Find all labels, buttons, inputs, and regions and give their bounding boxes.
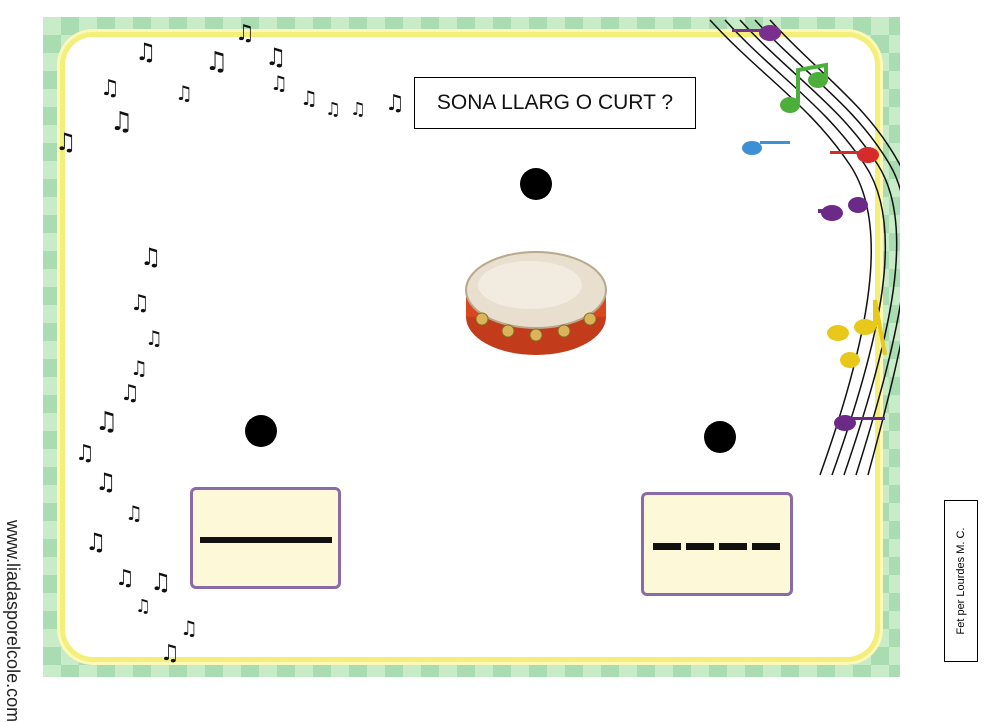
music-note-icon: ♫ <box>95 468 117 496</box>
tambourine-icon[interactable] <box>460 245 612 360</box>
music-note-icon: ♫ <box>95 407 118 437</box>
music-note-icon: ♫ <box>75 441 95 466</box>
music-note-icon: ♫ <box>135 596 151 617</box>
music-note-icon: ♫ <box>160 641 180 666</box>
music-note-icon: ♫ <box>140 243 162 271</box>
music-note-icon: ♫ <box>350 99 366 120</box>
drop-target-dot-left[interactable] <box>245 415 277 447</box>
music-note-icon: ♫ <box>175 81 193 105</box>
author-credit-text: Fet per Lourdes M. C. <box>955 527 967 635</box>
page-title: SONA LLARG O CURT ? <box>414 77 696 129</box>
music-note-icon: ♫ <box>300 86 318 110</box>
music-note-icon: ♫ <box>100 76 120 101</box>
short-sound-card[interactable] <box>641 492 793 596</box>
music-note-icon: ♫ <box>135 38 157 66</box>
colorful-music-staff-icon <box>709 19 900 476</box>
music-note-icon: ♫ <box>120 381 140 406</box>
music-note-icon: ♫ <box>110 107 133 137</box>
drop-target-dot-top[interactable] <box>520 168 552 200</box>
short-dashes-icon <box>653 543 780 550</box>
long-line-icon <box>200 537 332 543</box>
music-note-icon: ♫ <box>55 128 77 156</box>
music-note-icon: ♫ <box>145 326 163 350</box>
music-note-icon: ♫ <box>325 99 341 120</box>
music-note-icon: ♫ <box>265 43 287 71</box>
music-note-icon: ♫ <box>85 528 107 556</box>
long-sound-card[interactable] <box>190 487 341 589</box>
music-note-icon: ♫ <box>385 91 405 116</box>
music-note-icon: ♫ <box>125 501 143 525</box>
music-note-icon: ♫ <box>235 21 255 46</box>
music-note-icon: ♫ <box>270 71 288 95</box>
music-note-icon: ♫ <box>150 568 172 596</box>
music-note-icon: ♫ <box>180 616 198 640</box>
music-note-icon: ♫ <box>130 291 150 316</box>
music-note-icon: ♫ <box>130 356 148 380</box>
drop-target-dot-right[interactable] <box>704 421 736 453</box>
music-note-icon: ♫ <box>115 566 135 591</box>
author-credit: Fet per Lourdes M. C. <box>944 500 978 662</box>
music-note-icon: ♫ <box>205 47 228 77</box>
music-notes-border-icon: ♫♫♫♫♫♫♫♫♫♫♫♫♫♫♫♫♫♫♫♫♫♫♫♫♫♫♫♫ <box>55 21 405 666</box>
